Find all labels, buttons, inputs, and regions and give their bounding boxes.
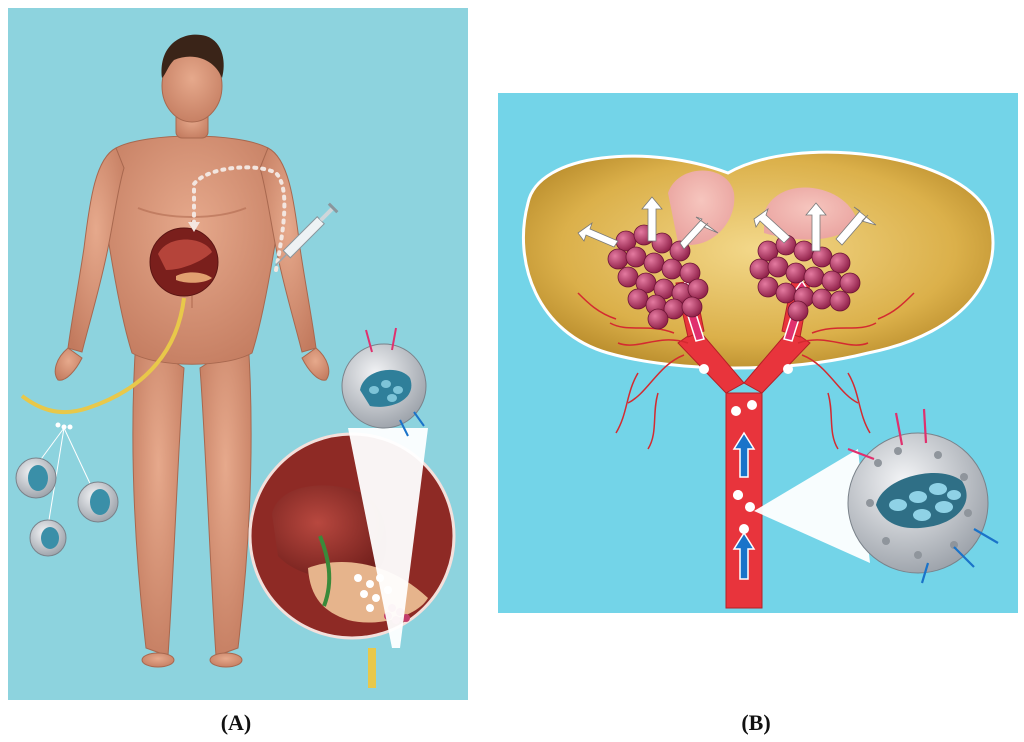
microcapsule-small-3 [77,481,119,523]
catheter-icon [20,297,186,414]
liver-pancreas-large-inset [248,432,456,688]
zoom-cone-b [754,449,870,563]
panel-b [498,93,1018,613]
zoom-cone [348,428,428,648]
panel-a [8,8,468,700]
secretion-region-left [668,170,735,245]
panel-a-caption: (A) [220,710,252,735]
microcapsule-small-1 [15,457,57,499]
inflow-arrows [732,431,756,580]
liver-pancreas-inset-icon [149,227,219,297]
panel-b-illustration [521,150,999,609]
syringe-icon [274,202,339,267]
secretion-arrows [577,196,877,252]
panel-a-illustration [15,34,456,688]
microcapsule-small-2 [29,519,67,557]
microcapsule-icon [847,408,999,584]
islet-cluster-right [749,234,861,322]
injection-path [192,165,287,272]
hair-icon [161,34,224,78]
blood-vessel-icon [577,280,915,609]
catheter-dots [55,422,73,430]
panel-b-caption: (B) [741,710,771,735]
microcapsule-icon [341,327,427,437]
